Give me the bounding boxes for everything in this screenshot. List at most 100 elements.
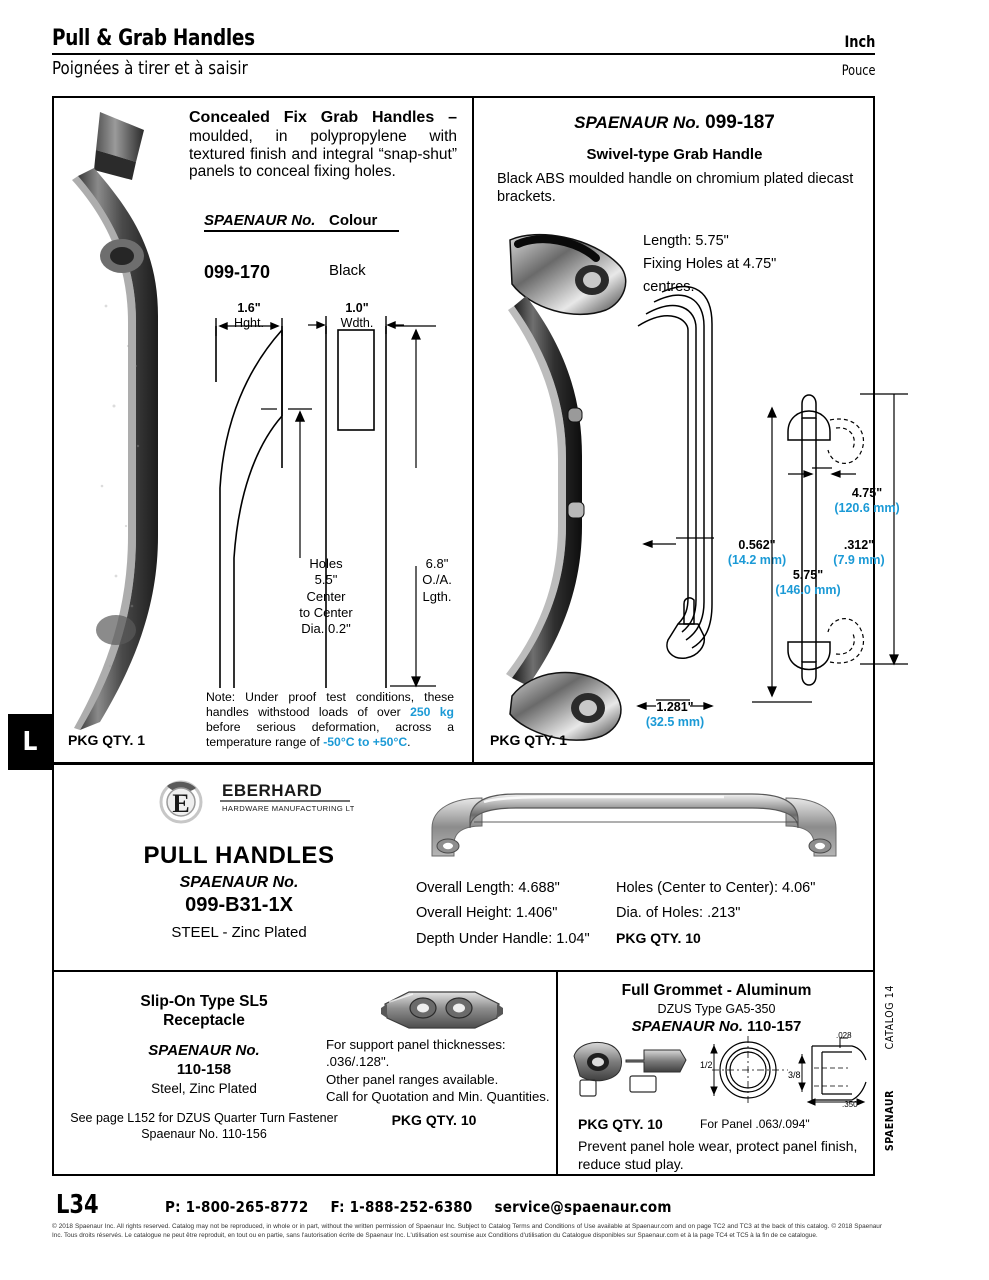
swivel-side-view-drawing	[636, 264, 746, 734]
panel-concealed-fix-grab-handles: Concealed Fix Grab Handles – moulded, in…	[54, 98, 472, 762]
leader-1281	[636, 699, 714, 710]
unit-label-en: Inch	[844, 32, 875, 51]
swivel-spaenaur-label: SPAENAUR No.	[574, 113, 701, 132]
grommet-dim-dia: 1/2	[700, 1060, 713, 1070]
footer-phone: P: 1-800-265-8772	[165, 1198, 309, 1216]
swivel-subtitle: Swivel-type Grab Handle	[586, 146, 763, 163]
page-header: Pull & Grab Handles Inch Poignées à tire…	[52, 26, 875, 79]
eberhard-wordmark: EBERHARD	[222, 781, 322, 800]
concealed-title-block: Concealed Fix Grab Handles – moulded, in…	[189, 109, 457, 181]
dim-width-value: 1.0"	[345, 301, 369, 315]
content-frame: Concealed Fix Grab Handles – moulded, in…	[52, 96, 908, 1176]
divider-vertical-top	[472, 98, 474, 764]
concealed-note: Note: Under proof test conditions, these…	[206, 690, 454, 750]
eberhard-tagline: HARDWARE MANUFACTURING LTD.	[222, 804, 354, 813]
concealed-handle-technical-drawing	[204, 308, 454, 688]
cell-colour: Black	[329, 262, 366, 279]
grommet-type: DZUS Type GA5-350	[657, 1002, 776, 1016]
swivel-holes-l2: centres.	[643, 279, 695, 296]
slipon-crossref-l2: Spaenaur No. 110-156	[141, 1127, 267, 1142]
leader-0562	[642, 537, 714, 548]
grommet-part-no: 110-157	[747, 1018, 802, 1035]
dim-holes-l1: Holes	[309, 556, 343, 571]
slipon-spaenaur-label: SPAENAUR No.	[148, 1042, 260, 1059]
footer-fax: F: 1-888-252-6380	[330, 1198, 473, 1216]
grommet-dim-width: .350	[842, 1100, 858, 1109]
pull-handles-part-no: 099-B31-1X	[185, 894, 293, 916]
spec-row-1: Overall Length: 4.688"Holes (Center to C…	[416, 876, 866, 901]
note-temp-range: -50°C to +50°C	[323, 734, 408, 749]
panel-bottom-row: Slip-On Type SL5 Receptacle SPAENAUR No.…	[54, 974, 873, 1174]
panel-full-grommet: Full Grommet - Aluminum DZUS Type GA5-35…	[560, 974, 873, 1174]
swivel-description: Black ABS moulded handle on chromium pla…	[497, 171, 854, 206]
swivel-plan-view-drawing	[766, 384, 896, 714]
concealed-description: moulded, in polypropylene with textured …	[189, 127, 457, 181]
dim-width-label: Wdth.	[340, 316, 374, 330]
swivel-length: Length: 5.75"	[643, 233, 729, 249]
dim-575: 5.75" (146.0 mm)	[775, 568, 841, 597]
dim-oal-block: 6.8" O./A. Lgth.	[406, 556, 468, 605]
note-end: .	[407, 734, 411, 749]
note-load-value: 250 kg	[410, 704, 454, 719]
swivel-part-heading: SPAENAUR No. 099-187	[476, 112, 873, 134]
divider-horizontal-2	[54, 970, 873, 972]
page-number: L34	[56, 1190, 99, 1220]
slipon-body-l3: Other panel ranges available.	[326, 1071, 499, 1087]
spec-row-2: Overall Height: 1.406"Dia. of Holes: .21…	[416, 901, 866, 926]
pull-handles-specs: Overall Length: 4.688"Holes (Center to C…	[416, 876, 866, 952]
dim-height-label: Hght.	[234, 316, 264, 330]
grommet-pkg-qty: PKG QTY. 10	[578, 1116, 663, 1132]
slipon-body-l4: Call for Quotation and Min. Quantities.	[326, 1089, 550, 1105]
table-row: 099-170 Black	[204, 262, 454, 283]
dim-height-value: 1.6"	[237, 301, 261, 315]
grommet-photo	[568, 1036, 708, 1106]
grommet-dim-thickness: .028	[836, 1031, 852, 1040]
grommet-for-panel: For Panel .063/.094"	[700, 1117, 810, 1131]
swivel-holes-l1: Fixing Holes at 4.75"	[643, 256, 777, 273]
svg-text:E: E	[172, 789, 189, 818]
slipon-crossref: See page L152 for DZUS Quarter Turn Fast…	[54, 1110, 354, 1143]
footer-contact: P: 1-800-265-8772 F: 1-888-252-6380 servic…	[165, 1198, 694, 1216]
col-header-part: SPAENAUR No.	[204, 212, 329, 232]
dim-oal-l2: O./A.	[422, 572, 452, 588]
dim-oal-l3: Lgth.	[422, 588, 452, 604]
cell-part-no: 099-170	[204, 262, 271, 282]
slipon-body-text: For support panel thicknesses: .036/.128…	[326, 1036, 556, 1106]
unit-label-fr: Pouce	[841, 63, 875, 79]
page-subtitle-fr: Poignées à tirer et à saisir	[52, 58, 248, 79]
divider-vertical-bottom	[556, 972, 558, 1174]
col-header-colour: Colour	[329, 212, 399, 232]
dim-holes-block: Holes 5.5" Center to Center Dia. 0.2"	[282, 556, 370, 637]
footer-legal: © 2018 Spaenaur Inc. All rights reserved…	[52, 1223, 882, 1240]
slipon-title-l2: Receptacle	[163, 1012, 245, 1030]
pull-handles-pkg-qty: PKG QTY. 10	[616, 929, 701, 946]
dim-475: 4.75" (120.6 mm)	[834, 486, 900, 515]
dim-holes-l2: 5.5"	[314, 572, 338, 588]
section-tab-l: L	[8, 714, 52, 770]
dim-oal-l1: 6.8"	[425, 556, 449, 571]
brand-vertical: SPAENAUR	[884, 1090, 896, 1152]
pull-handles-spaenaur-label: SPAENAUR No.	[179, 874, 299, 891]
slipon-pkg-qty: PKG QTY. 10	[391, 1112, 477, 1128]
spec-overall-length: Overall Length: 4.688"	[416, 880, 560, 896]
header-rule	[52, 53, 875, 55]
note-mid: before serious deformation, across a tem…	[206, 719, 454, 749]
panel-slip-on-receptacle: Slip-On Type SL5 Receptacle SPAENAUR No.…	[54, 974, 556, 1174]
slipon-title: Slip-On Type SL5 Receptacle	[74, 992, 334, 1031]
grommet-title: Full Grommet - Aluminum	[621, 982, 812, 999]
divider-horizontal-1	[54, 762, 873, 765]
grommet-technical-drawing	[696, 1030, 868, 1112]
slipon-body-l1: For support panel thicknesses:	[326, 1037, 506, 1052]
page-title: Pull & Grab Handles	[52, 26, 255, 51]
slipon-crossref-l1: See page L152 for DZUS Quarter Turn Fast…	[70, 1111, 338, 1125]
spec-row-3: Depth Under Handle: 1.04"PKG QTY. 10	[416, 926, 866, 952]
swivel-handle-photo	[496, 226, 646, 746]
eberhard-logo: E EBERHARD HARDWARE MANUFACTURING LTD.	[154, 776, 354, 824]
dim-312: .312" (7.9 mm)	[833, 538, 885, 567]
concealed-part-table: SPAENAUR No. Colour 099-170 Black	[204, 212, 454, 283]
dim-1281: 1.281" (32.5 mm)	[645, 700, 705, 729]
panel-swivel-grab-handle: SPAENAUR No. 099-187 Swivel-type Grab Ha…	[476, 98, 908, 762]
panel-pull-handles: E EBERHARD HARDWARE MANUFACTURING LTD. P…	[54, 766, 873, 970]
footer-email[interactable]: service@spaenaur.com	[494, 1198, 672, 1216]
